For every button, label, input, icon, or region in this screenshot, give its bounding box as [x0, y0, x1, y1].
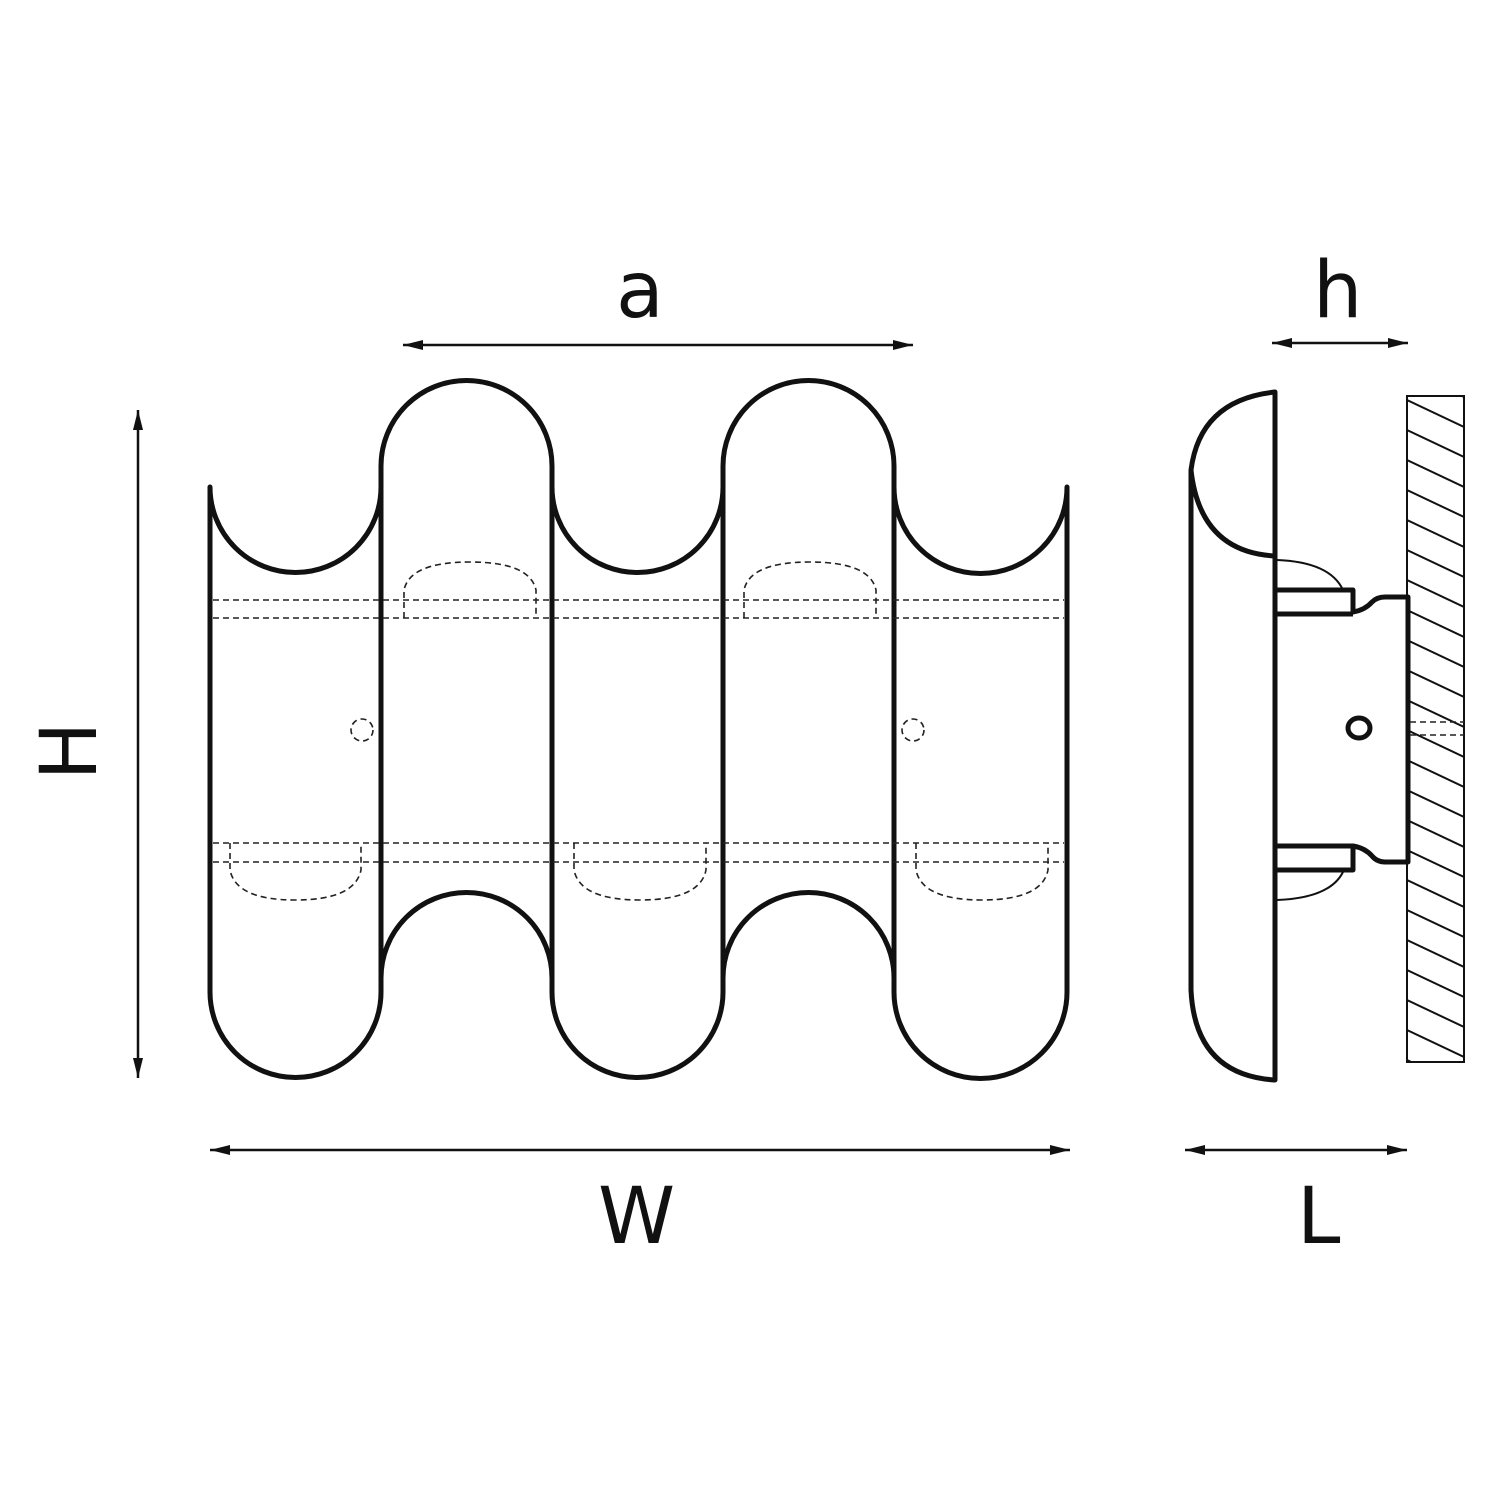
hatch-line	[1407, 399, 1464, 428]
screw-hole	[1345, 715, 1373, 741]
dimension-W-label: W	[598, 1172, 676, 1262]
dimension-H-label: H	[25, 721, 115, 781]
dimension-h-label: h	[1313, 246, 1363, 336]
side-body	[1188, 389, 1278, 1083]
hatch-line	[1407, 669, 1464, 698]
hatch-line	[1407, 969, 1464, 998]
mounting-bracket	[1277, 587, 1411, 873]
front-outline	[207, 378, 1070, 1081]
hidden-screw-hole	[350, 718, 374, 742]
hatch-line	[1407, 549, 1464, 578]
hatch-line	[1407, 729, 1464, 758]
hatch-line	[1407, 1059, 1414, 1062]
hatch-line	[1407, 1029, 1464, 1058]
hatch-line	[1407, 909, 1464, 938]
hatch-line	[1407, 939, 1464, 968]
hatch-line	[1407, 429, 1464, 458]
column-dividers	[378, 466, 897, 992]
side-view	[1188, 389, 1465, 1083]
hatch-line	[1407, 759, 1464, 788]
dimension-a-label: a	[616, 246, 664, 336]
hatch-line	[1407, 699, 1464, 728]
hidden-mounting-rails	[213, 561, 1064, 901]
hatch-line	[1407, 999, 1464, 1028]
hatch-line	[1407, 849, 1464, 878]
dimension-L-label: L	[1297, 1172, 1341, 1262]
hidden-screw-hole	[901, 718, 925, 742]
hatch-line	[1459, 396, 1464, 398]
hatch-line	[1407, 639, 1464, 668]
hatch-line	[1407, 609, 1464, 638]
hatch-line	[1407, 579, 1464, 608]
hatch-line	[1407, 489, 1464, 518]
hatch-line	[1407, 459, 1464, 488]
hatch-line	[1407, 819, 1464, 848]
wall-hatched	[1406, 395, 1465, 1063]
hatch-line	[1407, 879, 1464, 908]
front-view	[207, 378, 1070, 1081]
hatch-line	[1407, 519, 1464, 548]
hatch-line	[1407, 789, 1464, 818]
